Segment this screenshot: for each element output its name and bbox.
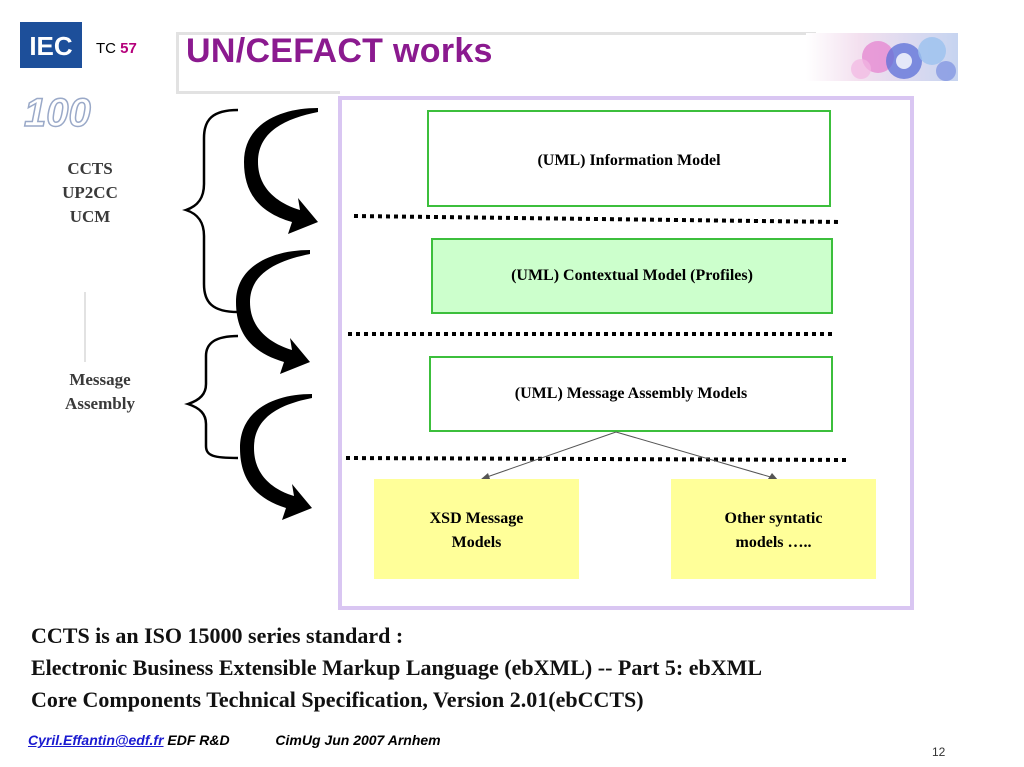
side-label-message: Message (69, 370, 131, 389)
message-assembly-box: (UML) Message Assembly Models (429, 356, 833, 432)
logo-text: IEC (29, 31, 73, 61)
side-label-message-group: Message Assembly (40, 368, 160, 416)
footer-event: CimUg Jun 2007 Arnhem (275, 732, 441, 748)
tc-prefix: TC (96, 40, 116, 57)
xsd-models-line-1: XSD Message (429, 510, 524, 527)
other-syntax-line-1: Other syntatic (724, 510, 823, 527)
curved-arrow-icon-2 (236, 250, 310, 374)
side-label-ucm: UCM (69, 207, 111, 226)
logo-badge-text: 100 (24, 91, 91, 135)
description-line-2: Electronic Business Extensible Markup La… (31, 655, 763, 680)
contextual-model-box: (UML) Contextual Model (Profiles) (431, 238, 833, 314)
footer-org: EDF R&D (167, 732, 230, 748)
side-label-ccts: CCTS (67, 159, 113, 178)
description-line-3: Core Components Technical Specification,… (31, 687, 644, 712)
header-rule-bottom (176, 91, 340, 94)
other-syntax-line-2: models ….. (735, 534, 812, 551)
side-label-up2cc: UP2CC (62, 183, 118, 202)
message-assembly-label: (UML) Message Assembly Models (514, 385, 748, 402)
separator-line-3 (345, 456, 847, 462)
other-syntax-box: Other syntatic models ….. (671, 479, 876, 579)
information-model-box: (UML) Information Model (427, 110, 831, 207)
derivation-arrows (480, 431, 778, 480)
centenary-badge-icon: 100 (23, 90, 91, 136)
header-rule-top (176, 32, 816, 35)
header-rule-side (176, 32, 179, 92)
side-label-assembly: Assembly (65, 394, 135, 413)
xsd-models-line-2: Models (451, 534, 502, 551)
author-email-link[interactable]: Cyril.Effantin@edf.fr (28, 732, 164, 748)
footer: Cyril.Effantin@edf.fr EDF R&D CimUg Jun … (28, 732, 441, 748)
header-rule-left (84, 292, 86, 362)
separator-line-1 (353, 214, 841, 224)
curved-arrow-icon-3 (240, 394, 312, 520)
xsd-models-box: XSD Message Models (374, 479, 579, 579)
tc-label: TC 57 (96, 40, 137, 57)
iec-logo-icon: IEC (20, 22, 82, 68)
tc-number: 57 (120, 40, 137, 57)
ccts-description: CCTS is an ISO 15000 series standard : E… (31, 620, 1011, 716)
layer-separators (345, 214, 847, 462)
flow-arrows-diagram (182, 108, 318, 520)
arrowhead-right-icon (768, 473, 778, 480)
side-label-ccts-group: CCTS UP2CC UCM (40, 157, 140, 229)
brace-left-upper-icon (182, 108, 239, 314)
information-model-label: (UML) Information Model (537, 152, 721, 169)
arrowhead-left-icon (480, 473, 490, 480)
contextual-model-label: (UML) Contextual Model (Profiles) (511, 267, 753, 284)
page-title: UN/CEFACT works (186, 32, 493, 70)
curved-arrow-icon-1 (244, 108, 318, 234)
model-layers-panel (338, 96, 914, 610)
page-number: 12 (932, 745, 946, 759)
description-line-1: CCTS is an ISO 15000 series standard : (31, 623, 404, 648)
decorative-banner-image (806, 33, 958, 81)
brace-left-lower-icon (184, 334, 239, 460)
